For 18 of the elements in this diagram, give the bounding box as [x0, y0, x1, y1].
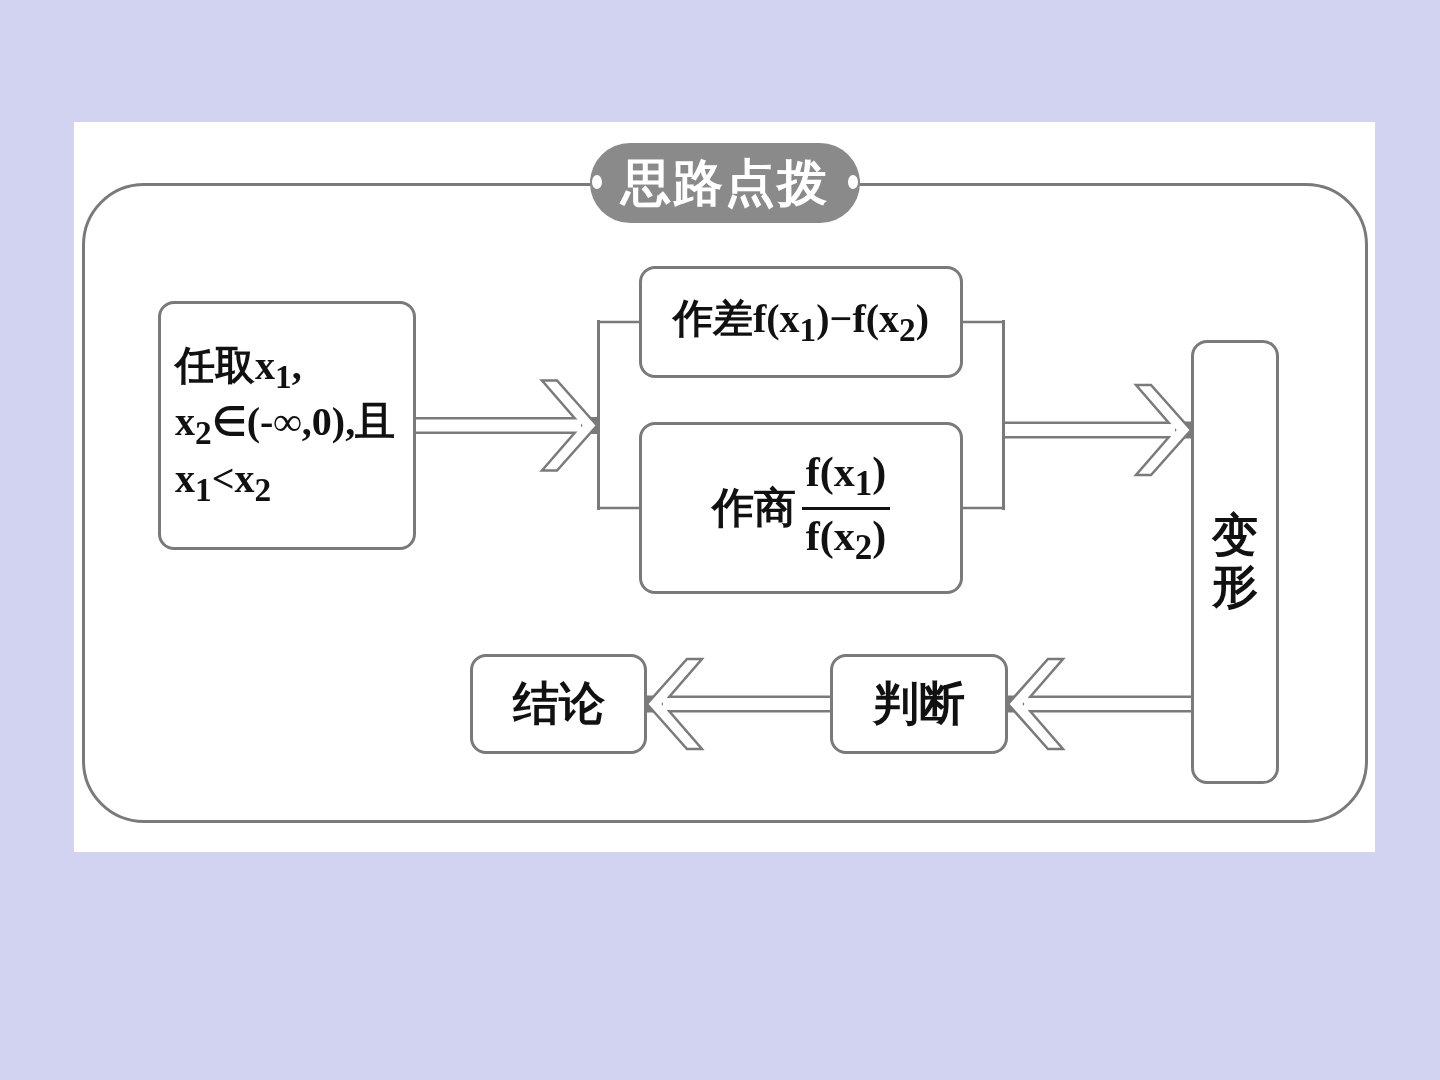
process-box	[639, 422, 963, 594]
fraction-denominator: f(x$_{2}$)	[805, 511, 887, 569]
process-box	[158, 301, 416, 550]
box-label: 变形	[1212, 511, 1258, 613]
box-label: 判断	[873, 677, 965, 732]
process-box	[639, 266, 963, 378]
box-label: 结论	[512, 677, 605, 732]
bracket-line	[1002, 320, 1005, 510]
fraction-numerator: f(x$_{1}$)	[801, 446, 891, 510]
process-box	[1191, 340, 1279, 784]
frame	[82, 143, 1368, 823]
process-box	[470, 654, 647, 754]
frame-title: 思路点拨	[590, 143, 860, 223]
box-label: 任取x$_{1}$, x$_{2}$∈(-∞,0),且x$_{1}$<x$_{2}$	[175, 341, 397, 510]
box-label: 作差f(x$_{1}$)−f(x$_{2}$)	[672, 294, 930, 350]
bracket-line	[597, 320, 600, 510]
process-box	[830, 654, 1008, 754]
box-label: 作商	[711, 483, 796, 533]
